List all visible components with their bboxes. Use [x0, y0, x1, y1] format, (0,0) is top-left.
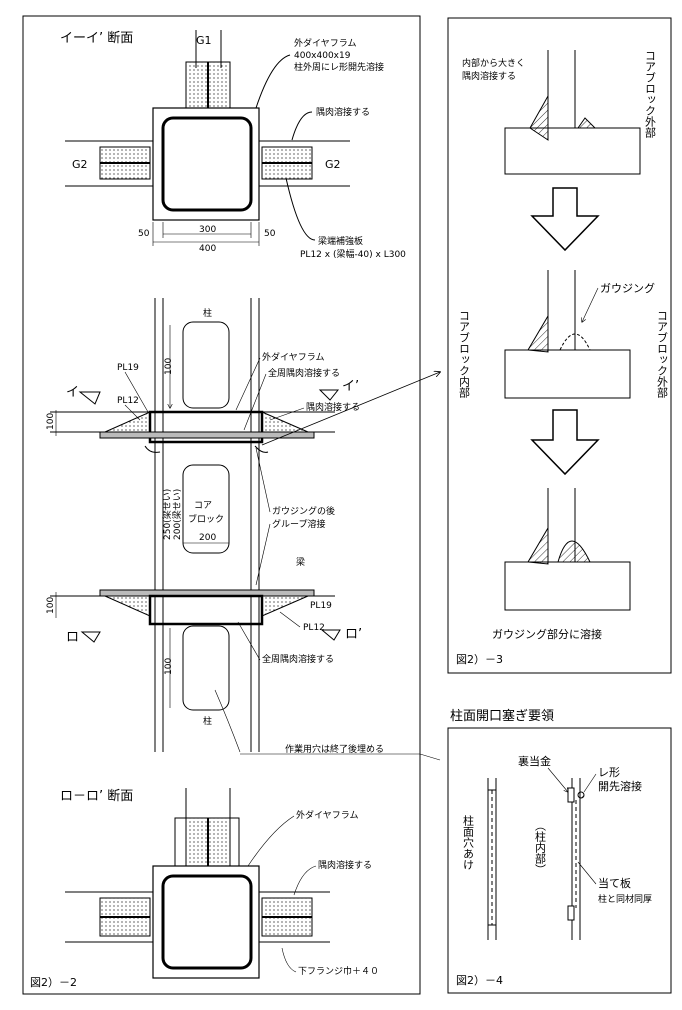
down-arrow-2: [530, 409, 600, 476]
hole-label: 柱面穴あけ: [462, 814, 475, 870]
lower-diaphragm: [148, 594, 264, 626]
outer-diaphragm-top-label: 外ダイヤフラム: [294, 37, 356, 49]
outer-diaphragm-bot-label: 外ダイヤフラム: [296, 809, 358, 821]
g2-left-label: G2: [72, 158, 88, 171]
dim-50-left: 50: [138, 229, 150, 239]
pl12-right-label: PL12: [303, 623, 325, 633]
section-roro-title: ロ－ロ’ 断面: [60, 789, 133, 804]
beam-plate-label: 梁端補強板: [318, 235, 363, 247]
fig23-caption: 図2）－3: [456, 653, 503, 666]
dim-100-left-bot: 100: [46, 597, 56, 614]
full-fillet-bot-label: 全周隅肉溶接する: [262, 653, 334, 665]
backing-label: 裏当金: [518, 754, 551, 768]
gouging-label: ガウジング: [600, 281, 655, 295]
inside-label: （柱内部）: [534, 820, 547, 875]
dim-100-col-bot: 100: [164, 658, 174, 675]
bevel-weld-label: 開先溶接: [598, 779, 642, 793]
outer-diaphragm-note: 柱外周にレ形開先溶接: [294, 61, 384, 73]
figure-2-2: 図2）－2 イーイ’ 断面 G1 G2 G2 外ダイ: [22, 15, 441, 995]
column-bot-label: 柱: [203, 715, 212, 727]
column-box: [161, 116, 253, 212]
mark-i-prime: イ’: [342, 379, 359, 394]
dim-50-right: 50: [264, 229, 276, 239]
flange-width-label: 下フランジ巾＋４０: [298, 965, 379, 977]
figure-2-3: 図2）－3 内部から大きく 隅肉溶接する コアブロック外部 ガウジング コアブロ…: [447, 17, 672, 674]
outer-diaphragm-plate: [152, 107, 260, 221]
work-hole-note: 作業用穴は終了後埋める: [285, 743, 384, 755]
note-top-1: 内部から大きく: [462, 57, 525, 69]
core-outside-2: コアブロック外部: [656, 310, 669, 398]
gouging-note-2: グループ溶接: [272, 518, 325, 530]
outer-diaphragm-size: 400x400x19: [294, 51, 351, 61]
figure-2-2-frame: [22, 15, 421, 995]
section-ii: イーイ’ 断面 G1 G2 G2 外ダイヤフラム 400x400x19: [60, 30, 406, 260]
fig24-heading: 柱面開口塞ぎ要領: [450, 708, 554, 724]
figure-2-3-frame: [447, 17, 672, 674]
detail-callout-arrow: [261, 372, 440, 446]
fig22-caption: 図2）－2: [30, 976, 77, 989]
dim-200: 200: [199, 533, 216, 543]
column-top-label: 柱: [203, 307, 212, 319]
core-block-label-2: ブロック: [188, 513, 224, 525]
bevel-label: レ形: [598, 766, 620, 779]
section-roro: ロ－ロ’ 断面 外ダイヤフラム 隅肉溶接する 下フランジ巾＋４０: [60, 788, 379, 979]
patch-plate-label: 当て板: [598, 876, 631, 890]
dim-100-left-top: 100: [46, 413, 56, 430]
beam-plate-size: PL12 x (梁幅-40) x L300: [300, 248, 406, 260]
dim-100-col-top: 100: [164, 358, 174, 375]
outer-diaphragm-mid-label: 外ダイヤフラム: [262, 351, 324, 363]
fig24-caption: 図2）－4: [456, 974, 503, 987]
note-top-2: 隅肉溶接する: [462, 70, 516, 82]
mark-i: イ: [66, 385, 79, 400]
full-fillet-top-label: 全周隅肉溶接する: [268, 367, 340, 379]
gouging-note-1: ガウジングの後: [272, 505, 335, 517]
g2-right-label: G2: [325, 158, 341, 171]
work-hole-bottom: [182, 625, 230, 711]
section-ii-title: イーイ’ 断面: [60, 31, 133, 46]
core-inside-label: コアブロック内部: [458, 310, 471, 398]
core-block-label-1: コア: [194, 501, 212, 511]
down-arrow-1: [530, 187, 600, 252]
dim-400: 400: [199, 244, 216, 254]
mark-ro-prime: ロ’: [345, 627, 362, 642]
fillet-bot-label: 隅肉溶接する: [318, 859, 372, 871]
joint-elevation: 柱 100 PL19 PL12 イ イ’ 100 外ダイヤフラム: [46, 298, 441, 761]
patch-note: 柱と同材同厚: [598, 893, 652, 905]
pl19-left-label: PL19: [117, 363, 139, 373]
core-outside-1: コアブロック外部: [644, 50, 657, 138]
dim-300: 300: [199, 225, 216, 235]
fillet-top-label: 隅肉溶接する: [316, 106, 370, 118]
dim-vert-2: 200(梁せい): [171, 489, 183, 540]
g1-label: G1: [196, 34, 212, 47]
beam-label: 梁: [296, 556, 305, 568]
pl19-right-label: PL19: [310, 601, 332, 611]
figure-2-4: 柱面開口塞ぎ要領 図2）－4 柱面穴あけ （柱内部） 裏当金 レ形 開先溶接 当…: [447, 708, 672, 994]
core-block-hole: [182, 464, 230, 554]
final-note: ガウジング部分に溶接: [492, 627, 602, 641]
figure-2-4-frame: [447, 727, 672, 994]
fillet-mid-label: 隅肉溶接する: [306, 401, 360, 413]
work-hole-top: [182, 321, 230, 409]
mark-ro: ロ: [66, 630, 79, 645]
dim-vert-1: 250(梁せい): [161, 489, 173, 540]
pl12-left-label: PL12: [117, 396, 139, 406]
